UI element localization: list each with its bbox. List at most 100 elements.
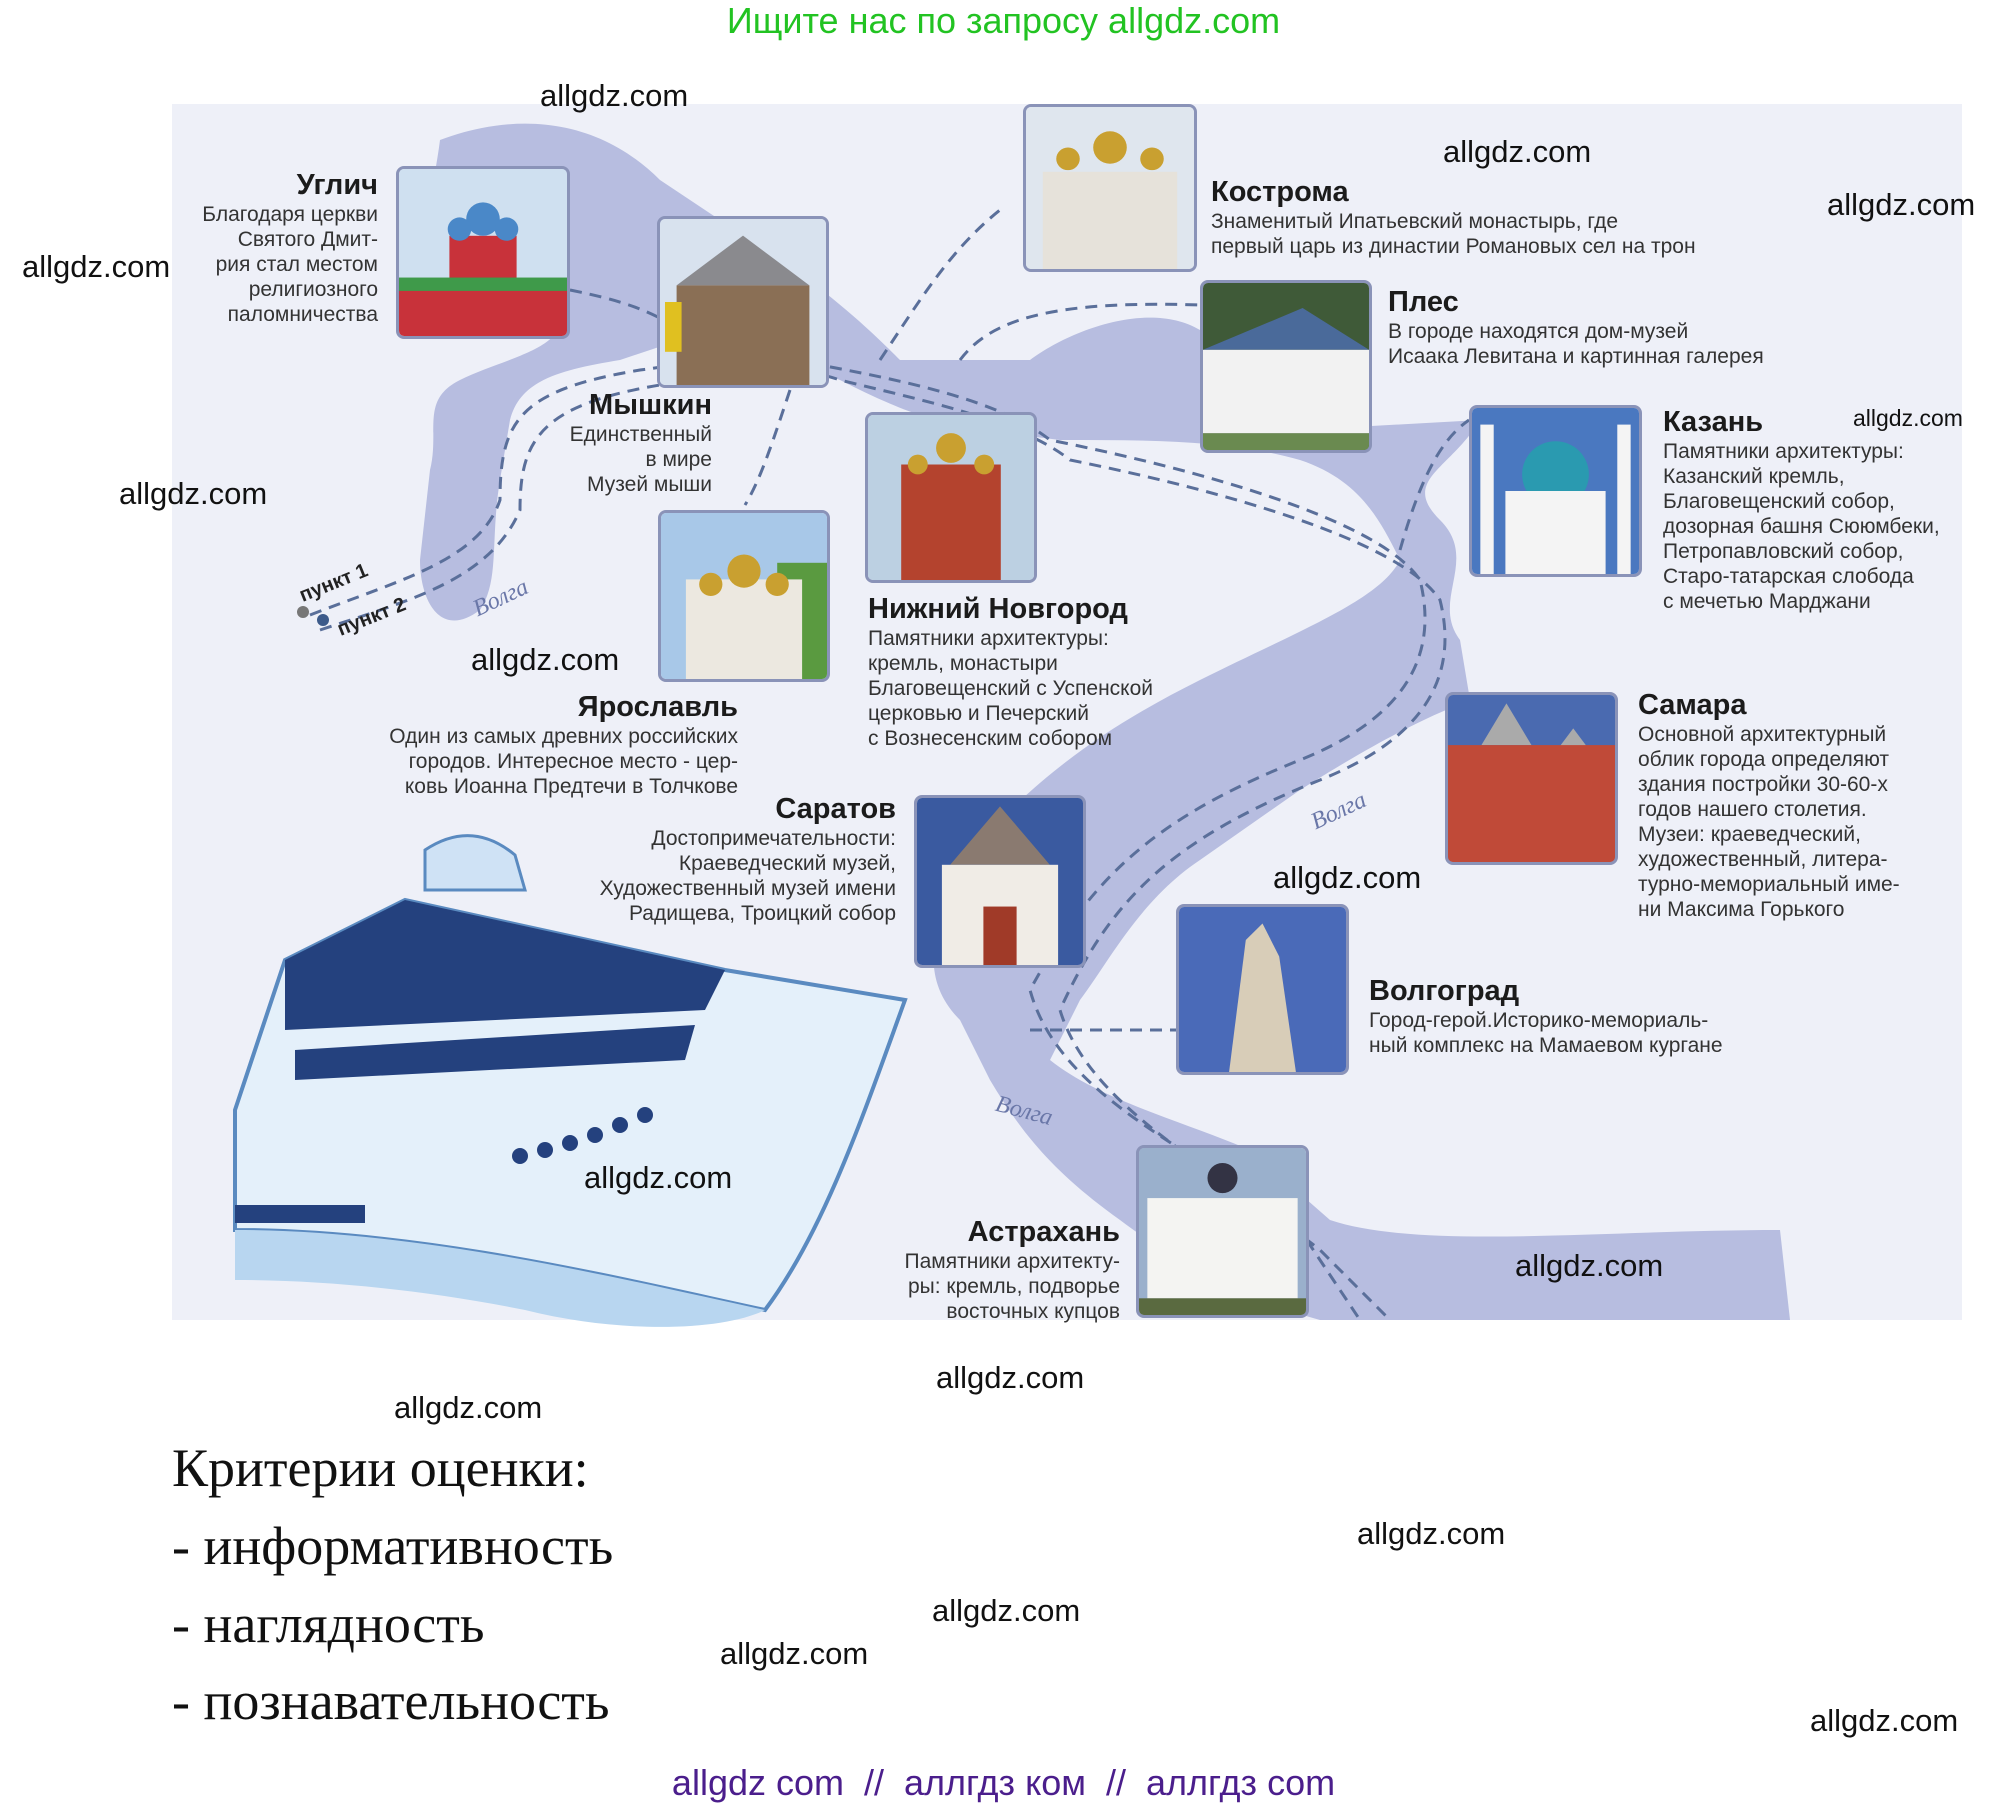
city-desc: Казанский кремль, bbox=[1663, 465, 1845, 488]
saratov-photo bbox=[914, 795, 1086, 968]
city-desc: Краеведческий музей, bbox=[678, 852, 896, 875]
city-name: Углич bbox=[296, 169, 378, 201]
point-2-marker bbox=[317, 614, 329, 626]
city-desc: турно-мемориальный име- bbox=[1638, 873, 1900, 896]
point-1-marker bbox=[297, 606, 309, 618]
city-desc: городов. Интересное место - цер- bbox=[408, 750, 738, 773]
city-desc: восточных купцов bbox=[946, 1300, 1120, 1323]
city-desc: ни Максима Горького bbox=[1638, 898, 1845, 921]
watermark: allgdz.com bbox=[1515, 1248, 1664, 1283]
city-name: Казань bbox=[1663, 406, 1764, 438]
city-desc: церковью и Печерский bbox=[868, 702, 1090, 725]
city-name: Самара bbox=[1638, 689, 1747, 721]
criteria-title: Критерии оценки: bbox=[172, 1438, 589, 1498]
city-name: Мышкин bbox=[589, 389, 712, 421]
route-ples bbox=[958, 302, 1201, 361]
kazan-photo bbox=[1469, 405, 1642, 577]
criteria-item: - наглядность bbox=[172, 1594, 485, 1654]
criteria-item: - познавательность bbox=[172, 1671, 610, 1731]
city-desc: Знаменитый Ипатьевский монастырь, где bbox=[1211, 210, 1619, 233]
watermark: allgdz.com bbox=[1443, 134, 1592, 169]
ples-photo bbox=[1200, 280, 1372, 453]
city-desc: с Вознесенским собором bbox=[868, 727, 1113, 750]
watermark: allgdz.com bbox=[1273, 860, 1422, 895]
watermark: allgdz.com bbox=[932, 1593, 1081, 1628]
uglich-photo bbox=[396, 166, 570, 339]
city-desc: религиозного bbox=[248, 278, 378, 301]
city-desc: Музеи: краеведческий, bbox=[1638, 823, 1861, 846]
watermark: allgdz.com bbox=[540, 78, 689, 113]
city-desc: Благовещенский с Успенской bbox=[868, 677, 1154, 700]
city-desc: Город-герой.Историко-мемориаль- bbox=[1369, 1009, 1709, 1032]
city-desc: Петропавловский собор, bbox=[1663, 540, 1904, 563]
city-name: Волгоград bbox=[1369, 975, 1520, 1007]
city-desc: дозорная башня Сююмбеки, bbox=[1663, 515, 1940, 538]
city-desc: Музей мыши bbox=[587, 473, 712, 496]
city-desc: Радищева, Троицкий собор bbox=[628, 902, 896, 925]
watermark: allgdz.com bbox=[471, 642, 620, 677]
astrakhan-photo bbox=[1136, 1145, 1309, 1318]
city-desc: Святого Дмит- bbox=[237, 228, 378, 251]
city-name: Плес bbox=[1388, 286, 1459, 318]
route-1 bbox=[309, 351, 1427, 1321]
city-desc: рия стал местом bbox=[215, 253, 378, 276]
watermark: allgdz.com bbox=[119, 476, 268, 511]
watermark: allgdz.com bbox=[22, 249, 171, 284]
kostroma-photo bbox=[1023, 104, 1197, 272]
city-desc: ры: кремль, подворье bbox=[907, 1275, 1120, 1298]
city-desc: годов нашего столетия. bbox=[1638, 798, 1867, 821]
city-desc: Художественный музей имени bbox=[599, 877, 896, 900]
route-2 bbox=[319, 368, 1447, 1322]
city-name: Кострома bbox=[1211, 176, 1349, 208]
top-banner: Ищите нас по запросу allgdz.com bbox=[726, 0, 1281, 41]
city-desc: В городе находятся дом-музей bbox=[1388, 320, 1689, 343]
watermark: allgdz.com bbox=[1827, 187, 1976, 222]
city-desc: Памятники архитектуры: bbox=[1663, 440, 1904, 463]
watermark: allgdz.com bbox=[1853, 405, 1963, 431]
city-desc: ковь Иоанна Предтечи в Толчкове bbox=[404, 775, 738, 798]
city-name: Ярославль bbox=[577, 691, 738, 723]
city-desc: Основной архитектурный bbox=[1638, 723, 1887, 746]
city-desc: Памятники архитектуры: bbox=[868, 627, 1109, 650]
city-name: Саратов bbox=[775, 793, 896, 825]
route-kostroma bbox=[878, 208, 1001, 361]
city-desc: художественный, литера- bbox=[1638, 848, 1888, 871]
nizhny-novgorod-photo bbox=[865, 412, 1037, 583]
city-desc: с мечетью Марджани bbox=[1663, 590, 1871, 613]
route-kazan bbox=[1398, 418, 1470, 551]
city-desc: облик города определяют bbox=[1638, 748, 1890, 771]
city-name: Нижний Новгород bbox=[868, 593, 1128, 625]
city-desc: Достопримечательности: bbox=[651, 827, 896, 850]
city-desc: первый царь из династии Романовых сел на… bbox=[1211, 235, 1696, 258]
watermark: allgdz.com bbox=[584, 1160, 733, 1195]
city-desc: Благодаря церкви bbox=[202, 203, 378, 226]
city-desc: Один из самых древних российских bbox=[389, 725, 738, 748]
bottom-banner: allgdz com // аллгдз ком // аллгдз com bbox=[671, 1762, 1336, 1803]
cruise-ship-illustration bbox=[233, 834, 908, 1327]
samara-photo bbox=[1445, 692, 1618, 865]
watermark: allgdz.com bbox=[936, 1360, 1085, 1395]
watermark: allgdz.com bbox=[1810, 1703, 1959, 1738]
criteria-item: - информативность bbox=[172, 1516, 614, 1576]
city-desc: Благовещенский собор, bbox=[1663, 490, 1895, 513]
city-desc: кремль, монастыри bbox=[868, 652, 1058, 675]
city-desc: здания постройки 30-60-х bbox=[1638, 773, 1888, 796]
watermark: allgdz.com bbox=[394, 1390, 543, 1425]
city-desc: Памятники архитекту- bbox=[904, 1250, 1120, 1273]
volgograd-photo bbox=[1176, 904, 1349, 1075]
watermark: allgdz.com bbox=[720, 1636, 869, 1671]
volga-river bbox=[419, 123, 1790, 1320]
city-desc: Единственный bbox=[569, 423, 712, 446]
watermark: allgdz.com bbox=[1357, 1516, 1506, 1551]
